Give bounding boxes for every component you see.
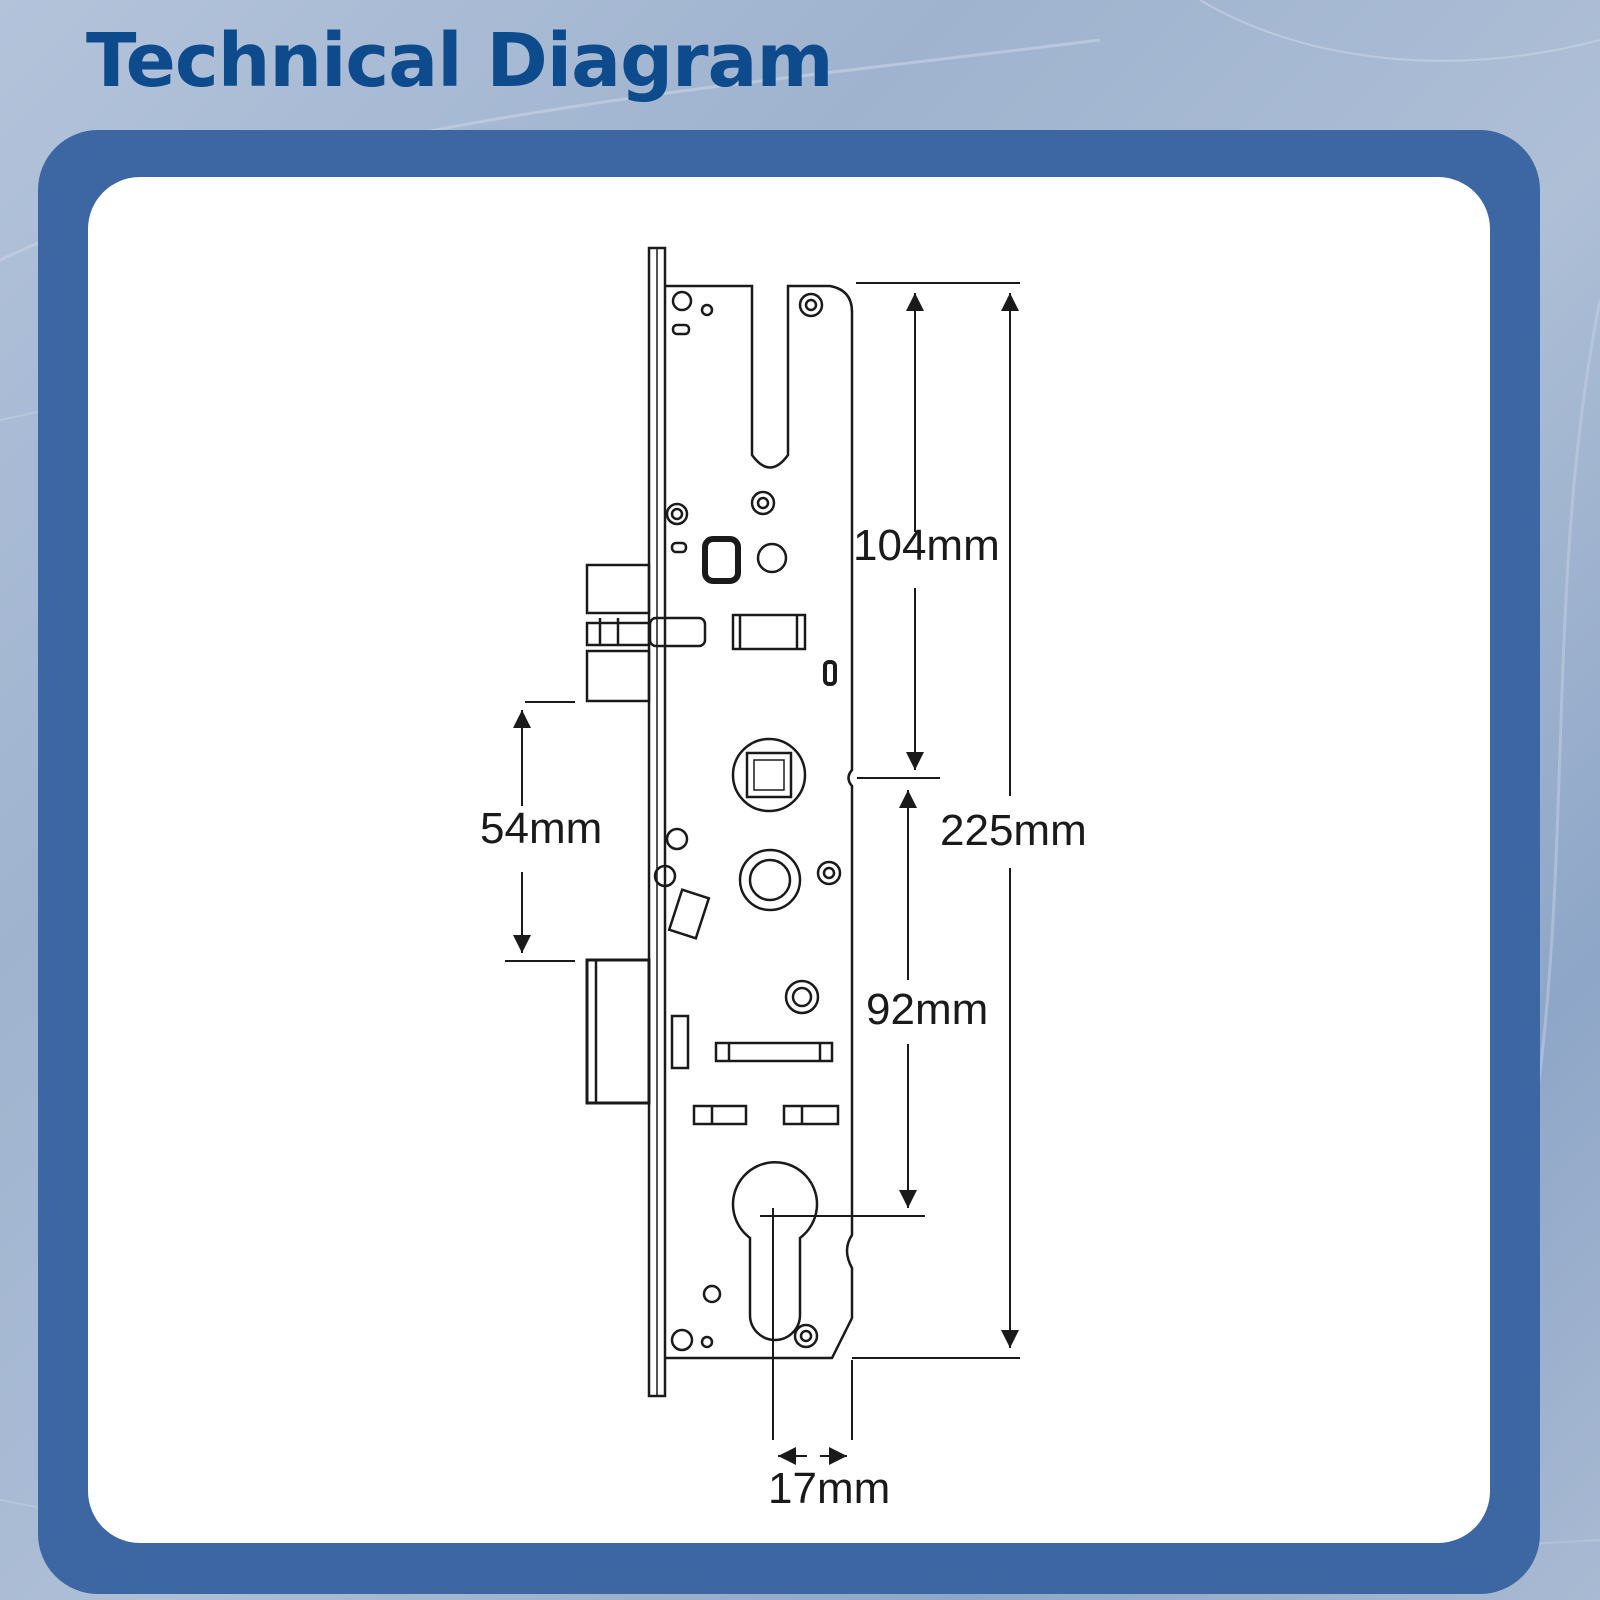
dim-label-54: 54mm [480,804,602,853]
dim-label-17: 17mm [768,1464,890,1513]
dim-label-104: 104mm [853,521,1000,570]
lock-case-outline [665,284,854,1360]
lock-technical-drawing: 104mm 225mm 54mm 92mm 17mm [480,246,1087,1513]
cylinder-cutout [731,1161,819,1342]
dim-label-92: 92mm [866,985,988,1034]
faceplate [647,246,667,1398]
page-title: Technical Diagram [86,18,834,104]
dim-label-225: 225mm [940,806,1087,855]
diagram-panel: 104mm 225mm 54mm 92mm 17mm [88,177,1490,1543]
